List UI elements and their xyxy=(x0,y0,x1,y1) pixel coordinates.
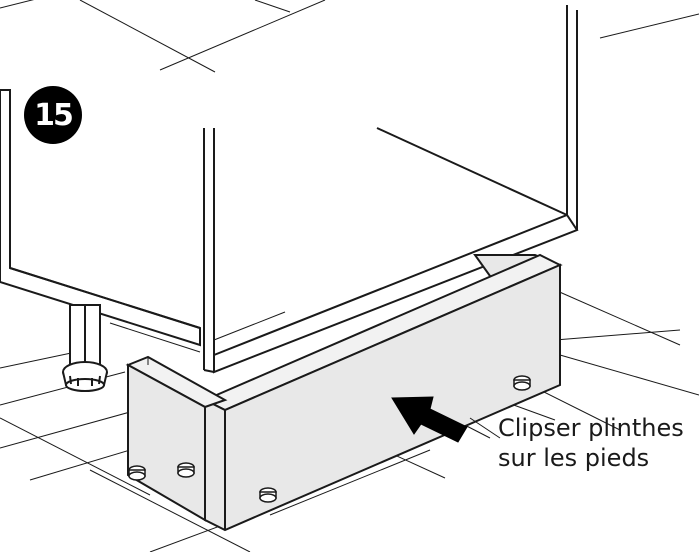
step-number-badge: 15 xyxy=(24,86,82,144)
left-cabinet xyxy=(0,89,201,347)
plinth-board xyxy=(125,253,563,532)
cabinet-foot-icon xyxy=(62,304,108,392)
caption-leader-line xyxy=(469,417,501,439)
caption-line-1: Clipser plinthes xyxy=(498,414,684,442)
instruction-caption: Clipser plinthes sur les pieds xyxy=(498,413,684,473)
arrow-icon xyxy=(391,396,468,443)
hex-nut-icon xyxy=(128,375,531,503)
caption-line-2: sur les pieds xyxy=(498,444,650,472)
